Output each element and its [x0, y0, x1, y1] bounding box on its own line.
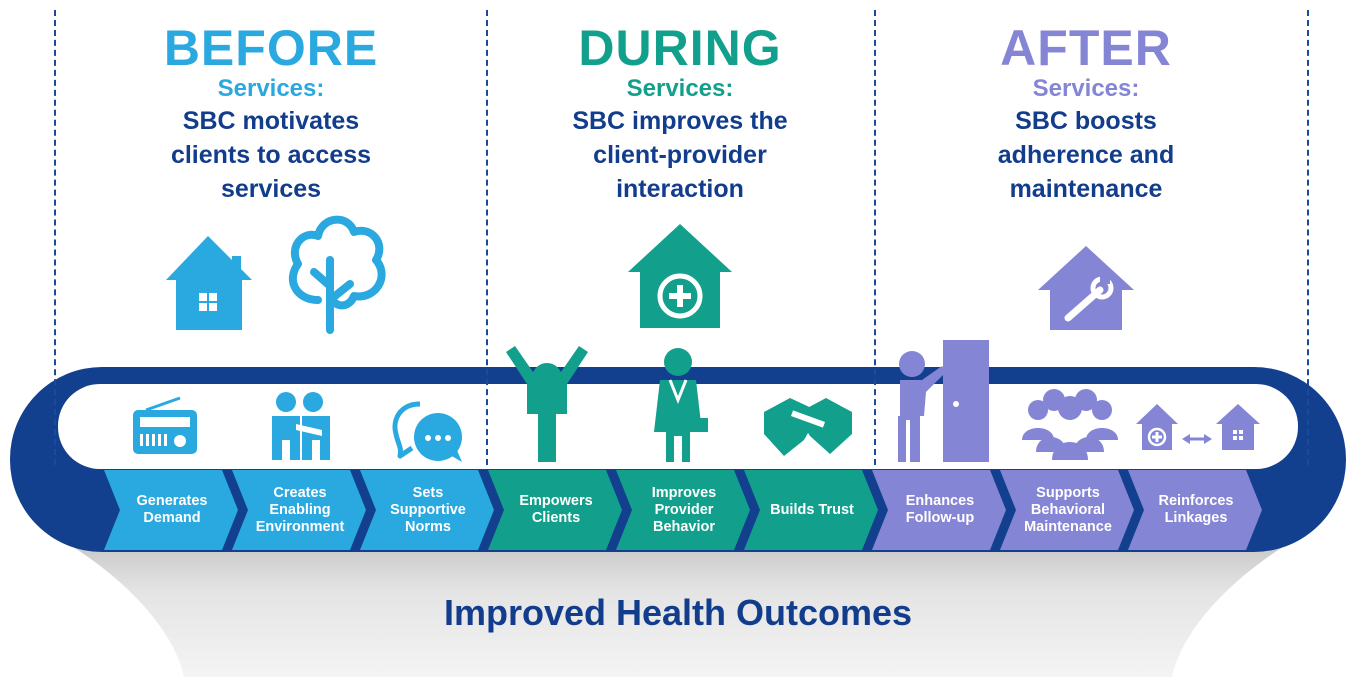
- divider-line: [874, 10, 876, 465]
- step-label: Empowers Clients: [519, 493, 593, 526]
- hugging-people-icon: [272, 392, 330, 460]
- health-clinic-icon: [628, 224, 732, 328]
- house-repair-icon: [1038, 246, 1134, 330]
- step-label: Reinforces Linkages: [1158, 493, 1234, 526]
- funnel-shape: [70, 545, 1286, 677]
- house-icon: [166, 236, 252, 330]
- handshake-icon: [764, 398, 852, 456]
- divider-line: [54, 10, 56, 465]
- phase-during: DURING Services: SBC improves the client…: [515, 22, 845, 206]
- step-chevrons: [104, 470, 1262, 550]
- step-label: Improves Provider Behavior: [651, 484, 717, 535]
- phase-before: BEFORE Services: SBC motivates clients t…: [106, 22, 436, 206]
- phase-title: BEFORE: [163, 20, 379, 76]
- step-improves-provider-behavior: Improves Provider Behavior: [628, 470, 740, 550]
- group-of-people-icon: [1022, 389, 1118, 460]
- step-sets-supportive-norms: Sets Supportive Norms: [372, 470, 484, 550]
- radio-icon: [133, 396, 197, 454]
- phase-after: AFTER Services: SBC boosts adherence and…: [921, 22, 1251, 206]
- phase-description: SBC boosts adherence and maintenance: [921, 104, 1251, 206]
- step-label: Supports Behavioral Maintenance: [1024, 484, 1112, 535]
- phase-description: SBC improves the client-provider interac…: [515, 104, 845, 206]
- phase-title: AFTER: [1000, 20, 1172, 76]
- step-generates-demand: Generates Demand: [116, 470, 228, 550]
- phase-title: DURING: [578, 20, 782, 76]
- step-creates-enabling-environment: Creates Enabling Environment: [244, 470, 356, 550]
- phase-description-line: clients to access: [170, 141, 372, 169]
- divider-line: [1307, 10, 1309, 465]
- doctor-icon: [654, 348, 708, 462]
- raised-arms-person-icon: [506, 346, 588, 462]
- phase-services-label: Services:: [626, 75, 734, 102]
- step-enhances-follow-up: Enhances Follow-up: [884, 470, 996, 550]
- phase-description: SBC motivates clients to access services: [106, 104, 436, 206]
- step-reinforces-linkages: Reinforces Linkages: [1140, 470, 1252, 550]
- tree-icon: [288, 215, 386, 334]
- step-label: Creates Enabling Environment: [255, 484, 345, 535]
- phase-services-label: Services:: [217, 75, 325, 102]
- person-at-door-icon: [898, 340, 989, 462]
- phase-description-line: SBC boosts: [1015, 107, 1157, 135]
- step-label: Builds Trust: [770, 501, 854, 518]
- step-supports-behavioral-maintenance: Supports Behavioral Maintenance: [1012, 470, 1124, 550]
- phase-description-line: client-provider: [593, 141, 767, 169]
- speech-bubbles-icon: [392, 401, 462, 462]
- step-label: Enhances Follow-up: [905, 493, 975, 526]
- divider-line: [486, 10, 488, 465]
- step-label: Sets Supportive Norms: [390, 484, 466, 535]
- step-builds-trust: Builds Trust: [756, 470, 868, 550]
- phase-description-line: interaction: [616, 175, 744, 203]
- step-empowers-clients: Empowers Clients: [500, 470, 612, 550]
- phase-description-line: SBC improves the: [572, 107, 788, 135]
- step-label: Generates Demand: [136, 493, 208, 526]
- phase-description-line: services: [220, 175, 322, 203]
- outcome-label: Improved Health Outcomes: [443, 592, 913, 633]
- clinic-home-link-icon: [1136, 404, 1260, 450]
- phase-description-line: maintenance: [1009, 175, 1163, 203]
- phase-description-line: adherence and: [997, 141, 1175, 169]
- phase-services-label: Services:: [1032, 75, 1140, 102]
- phase-description-line: SBC motivates: [182, 107, 360, 135]
